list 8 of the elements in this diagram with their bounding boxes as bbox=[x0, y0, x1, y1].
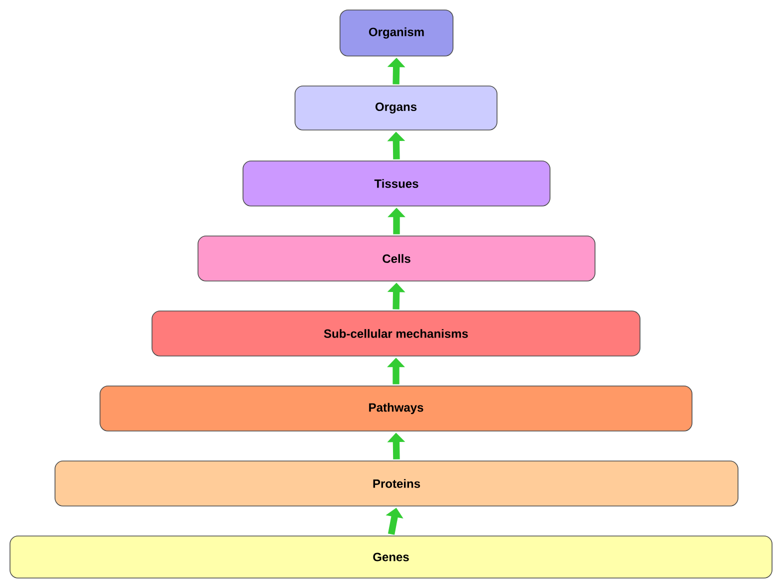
level-box: Proteins bbox=[54, 460, 738, 506]
level-box: Cells bbox=[198, 236, 596, 282]
level-box: Organs bbox=[294, 86, 498, 130]
level-box: Pathways bbox=[100, 386, 692, 432]
level-box: Tissues bbox=[242, 160, 550, 206]
level-box: Genes bbox=[10, 536, 772, 578]
level-box: Sub-cellular mechanisms bbox=[152, 310, 640, 356]
level-box: Organism bbox=[340, 10, 454, 56]
